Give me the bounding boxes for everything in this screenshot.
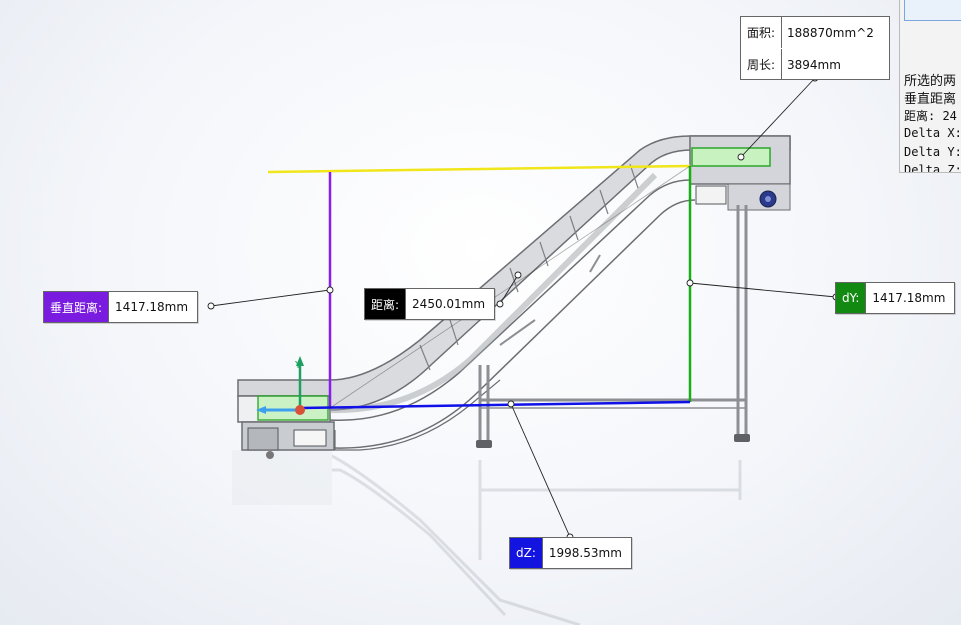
- measure-distance-line: [329, 165, 691, 409]
- distance-callout[interactable]: 距离: 2450.01mm: [364, 288, 496, 320]
- distance-value: 2450.01mm: [406, 289, 495, 319]
- measure-results-panel[interactable]: 所选的两 垂直距离 距离: 24 Delta X: Delta Y: Delta…: [899, 0, 961, 173]
- area-perimeter-callout: 面积: 188870mm^2 周长: 3894mm: [740, 16, 890, 80]
- measure-dz-blue-line: [299, 400, 691, 410]
- dy-callout[interactable]: dY: 1417.18mm: [835, 282, 956, 314]
- dz-callout[interactable]: dZ: 1998.53mm: [509, 537, 632, 569]
- panel-top-button[interactable]: [904, 0, 961, 21]
- dz-label: dZ:: [510, 538, 543, 568]
- support-frame: [478, 205, 748, 445]
- triad-y-label: Y: [294, 360, 302, 371]
- frame-feet: [476, 434, 750, 448]
- perimeter-row: 周长: 3894mm: [741, 49, 889, 80]
- upper-conveyor: [689, 135, 791, 211]
- measure-yellow-line: [267, 164, 691, 174]
- coordinate-triad: [256, 356, 305, 415]
- panel-line-5: Delta Y:: [904, 145, 961, 159]
- vertical-distance-value: 1417.18mm: [109, 292, 198, 322]
- dy-label: dY:: [836, 283, 867, 313]
- perimeter-label: 周长:: [741, 49, 782, 80]
- panel-line-6: Delta Z:: [904, 163, 961, 173]
- area-label: 面积:: [741, 17, 782, 48]
- perimeter-value: 3894mm: [787, 57, 841, 72]
- vertical-distance-callout[interactable]: 垂直距离: 1417.18mm: [43, 291, 199, 323]
- distance-label: 距离:: [365, 289, 407, 319]
- area-row: 面积: 188870mm^2: [741, 17, 889, 49]
- dz-value: 1998.53mm: [542, 538, 631, 568]
- panel-line-1: 所选的两: [904, 74, 957, 89]
- vertical-distance-label: 垂直距离:: [44, 292, 110, 322]
- panel-line-2: 垂直距离: [904, 92, 957, 107]
- panel-line-3: 距离: 24: [904, 109, 957, 123]
- lower-conveyor: [237, 379, 335, 459]
- panel-line-4: Delta X:: [904, 126, 961, 140]
- area-value: 188870mm^2: [787, 25, 874, 40]
- dy-value: 1417.18mm: [866, 283, 955, 313]
- floor-reflection: [232, 450, 742, 625]
- callout-leaders: [210, 77, 837, 538]
